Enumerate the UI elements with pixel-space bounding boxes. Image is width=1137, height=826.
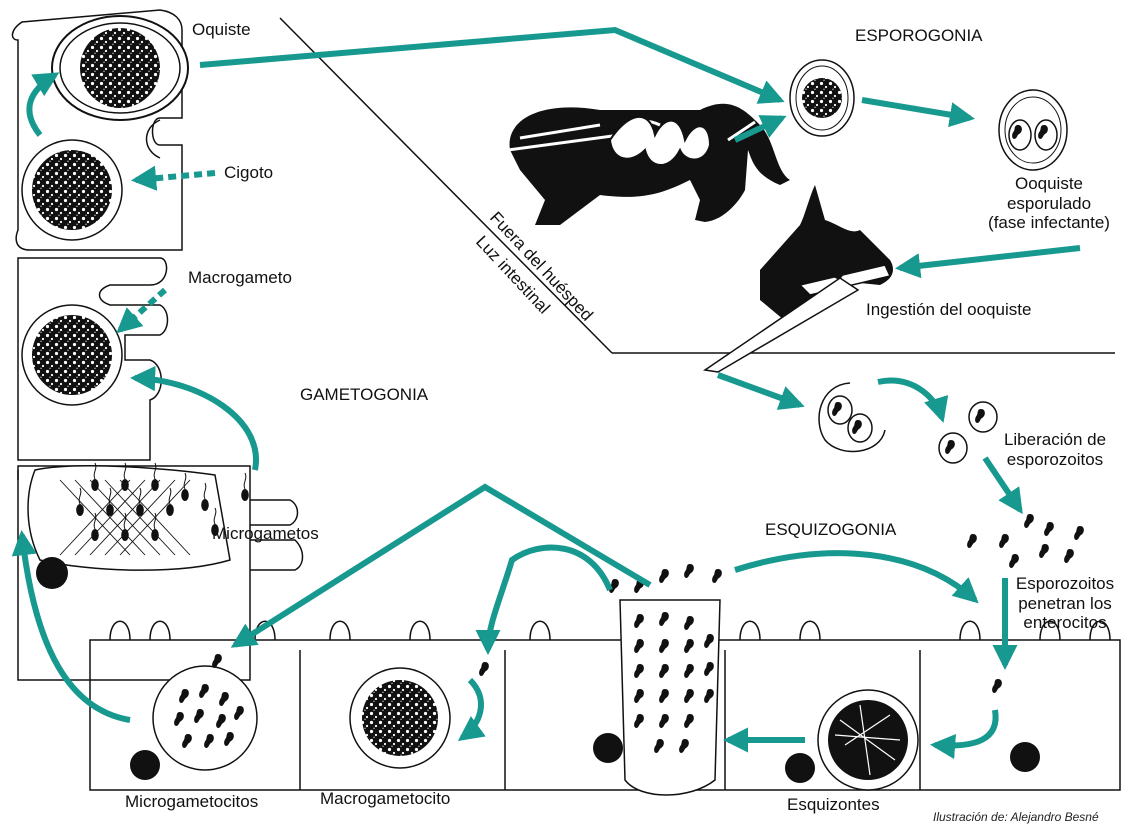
microgametocyte-cell — [130, 654, 257, 780]
zygote-icon — [22, 140, 122, 240]
schizont-icon — [785, 690, 1040, 790]
label-oquiste: Oquiste — [192, 20, 251, 40]
label-cigoto: Cigoto — [224, 163, 273, 183]
oocyst-outside-icon — [790, 60, 854, 136]
macrogamete-icon — [22, 305, 122, 405]
label-microgametos: Microgametos — [212, 524, 319, 544]
label-microgametocitos: Microgametocitos — [125, 792, 258, 812]
label-esquizontes: Esquizontes — [787, 795, 880, 815]
label-esquizogonia: ESQUIZOGONIA — [765, 520, 896, 540]
nucleus-icon — [593, 733, 623, 763]
dashed-arrows — [120, 173, 215, 330]
macrogametocyte-cell — [350, 662, 489, 768]
nucleus-icon — [130, 750, 160, 780]
label-liberacion: Liberación de esporozoitos — [985, 430, 1125, 469]
label-gametogonia: GAMETOGONIA — [300, 385, 428, 405]
label-ingestion: Ingestión del ooquiste — [866, 300, 1031, 320]
nucleus-icon — [36, 557, 68, 589]
nucleus-icon — [785, 753, 815, 783]
label-esporogonia: ESPOROGONIA — [855, 26, 983, 46]
cat-icon — [508, 104, 790, 225]
illustration-credit: Ilustración de: Alejandro Besné — [933, 810, 1099, 824]
nucleus-icon — [1010, 742, 1040, 772]
label-esporozoitos-penetran: Esporozoitos penetran los enterocitos — [1000, 574, 1130, 633]
sporulated-oocyst-icon — [999, 90, 1067, 170]
oocyst-icon — [52, 16, 188, 120]
schizont-cell-rupturing — [593, 564, 722, 795]
label-ooquiste-esporulado: Ooquiste esporulado (fase infectante) — [974, 174, 1124, 233]
label-macrogametocito: Macrogametocito — [320, 789, 450, 809]
excysting-oocyst-icon — [819, 383, 885, 451]
label-macrogameto: Macrogameto — [188, 268, 292, 288]
cat-head-icon — [705, 185, 893, 372]
